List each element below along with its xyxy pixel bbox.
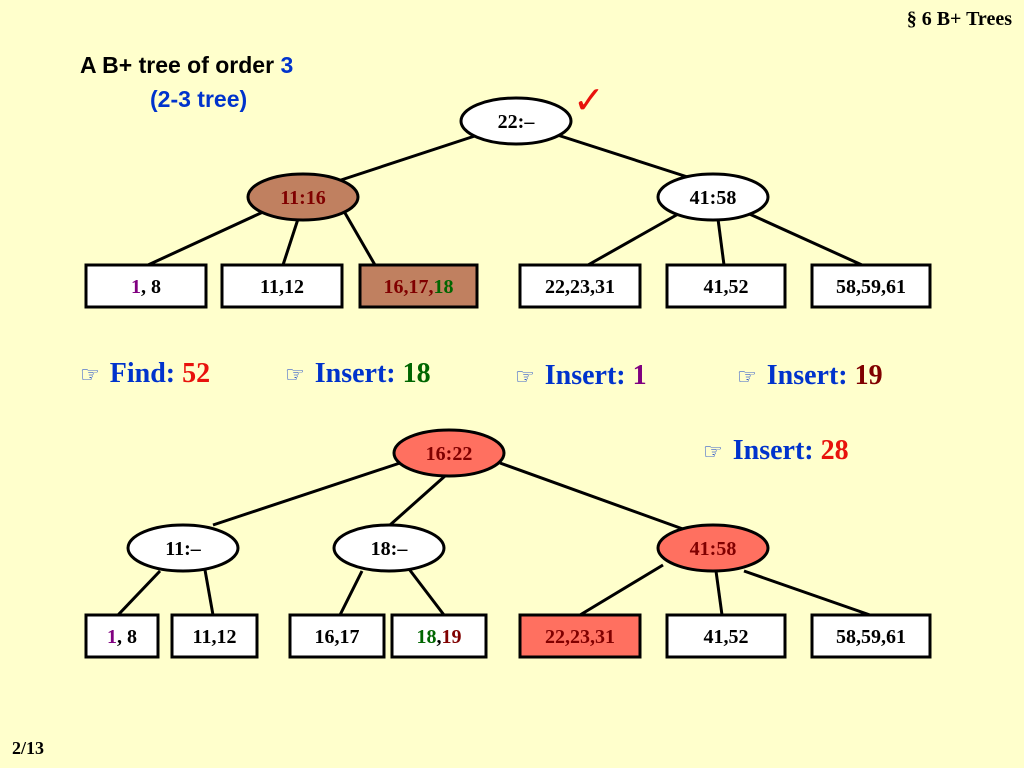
page-number: 2/13	[12, 738, 45, 758]
tree-edge	[116, 569, 162, 617]
operation-value: 52	[182, 358, 211, 389]
internal-node-label: 11:–	[165, 538, 202, 560]
operation-label: Insert:	[732, 435, 821, 466]
leaf-node	[390, 613, 488, 659]
leaf-node-label: 41,52	[704, 276, 749, 298]
leaf-node-label: 58,59,61	[836, 626, 906, 648]
root-node	[459, 96, 573, 146]
operation-insert-1: ☞ Insert: 1	[515, 360, 647, 392]
leaf-node-label: 11,12	[260, 276, 304, 298]
internal-node-label: 11:16	[280, 187, 326, 209]
tree-edge	[337, 129, 491, 183]
leaf-node	[665, 263, 787, 309]
checkmark-icon: ✓	[573, 78, 605, 122]
operation-value: 19	[854, 360, 883, 391]
root-node	[392, 428, 506, 478]
operation-insert-19: ☞ Insert: 19	[737, 360, 883, 392]
internal-node	[656, 172, 770, 222]
tree-edge	[544, 129, 701, 183]
operation-value: 28	[820, 435, 849, 466]
leaf-node	[518, 263, 642, 309]
internal-node-label: 18:–	[371, 538, 409, 560]
tree-edge	[579, 563, 664, 617]
internal-node-label: 41:58	[690, 538, 737, 560]
pointing-hand-icon: ☞	[515, 365, 535, 390]
leaf-node	[518, 613, 642, 659]
operation-label: Insert:	[544, 360, 633, 391]
tree-edge	[343, 212, 377, 266]
title-text: A B+ tree of order	[80, 52, 281, 78]
leaf-node	[84, 613, 160, 659]
pointing-hand-icon: ☞	[703, 440, 723, 465]
leaf-node	[358, 263, 479, 309]
tree-edge	[203, 569, 215, 616]
leaf-node-label: 16,17	[315, 626, 360, 648]
tree-edge	[147, 210, 264, 267]
leaf-node-label: 18,19	[417, 626, 462, 648]
operation-value: 1	[632, 360, 647, 391]
tree-edge	[338, 570, 364, 616]
leaf-node	[84, 263, 208, 309]
tree-edge	[714, 570, 724, 616]
diagram-title: A B+ tree of order 3	[80, 52, 293, 79]
leaf-node	[665, 613, 787, 659]
root-node-label: 22:–	[498, 111, 536, 133]
root-node-label: 16:22	[426, 443, 473, 465]
tree-edge	[743, 569, 871, 617]
tree-edge	[407, 568, 446, 616]
leaf-node-label: 16,17,18	[384, 276, 454, 298]
tree-edge	[716, 218, 726, 266]
pointing-hand-icon: ☞	[737, 365, 757, 390]
leaf-node-label: 22,23,31	[545, 276, 615, 298]
pointing-hand-icon: ☞	[285, 363, 305, 388]
leaf-node	[810, 263, 932, 309]
internal-node	[656, 523, 770, 573]
internal-node	[332, 523, 446, 573]
tree-edge	[281, 218, 300, 266]
pointing-hand-icon: ☞	[80, 363, 100, 388]
operation-label: Insert:	[314, 358, 403, 389]
operation-find: ☞ Find: 52	[80, 358, 210, 390]
tree-edge	[389, 474, 446, 527]
tree-edge	[499, 461, 695, 535]
internal-node-label: 41:58	[690, 187, 737, 209]
leaf-node-label: 1, 8	[131, 276, 161, 298]
title-order-number: 3	[280, 52, 294, 78]
diagram-subtitle: (2-3 tree)	[150, 86, 248, 112]
leaf-node-label: 41,52	[704, 626, 749, 648]
internal-node	[126, 523, 240, 573]
leaf-node	[170, 613, 259, 659]
tree-edge	[587, 211, 681, 267]
tree-edge	[744, 210, 863, 267]
leaf-node-label: 22,23,31	[545, 626, 615, 648]
leaf-node	[288, 613, 386, 659]
leaf-node-label: 11,12	[193, 626, 237, 648]
operation-value: 18	[402, 358, 431, 389]
internal-node	[246, 172, 360, 222]
leaf-node	[220, 263, 344, 309]
operation-label: Find:	[109, 358, 183, 389]
tree-edge	[212, 461, 401, 527]
operation-insert-18: ☞ Insert: 18	[285, 358, 431, 390]
section-header: § 6 B+ Trees	[906, 8, 1012, 30]
operation-insert-28: ☞ Insert: 28	[703, 435, 849, 467]
leaf-node-label: 58,59,61	[836, 276, 906, 298]
operation-label: Insert:	[766, 360, 855, 391]
leaf-node-label: 1, 8	[107, 626, 137, 648]
leaf-node	[810, 613, 932, 659]
